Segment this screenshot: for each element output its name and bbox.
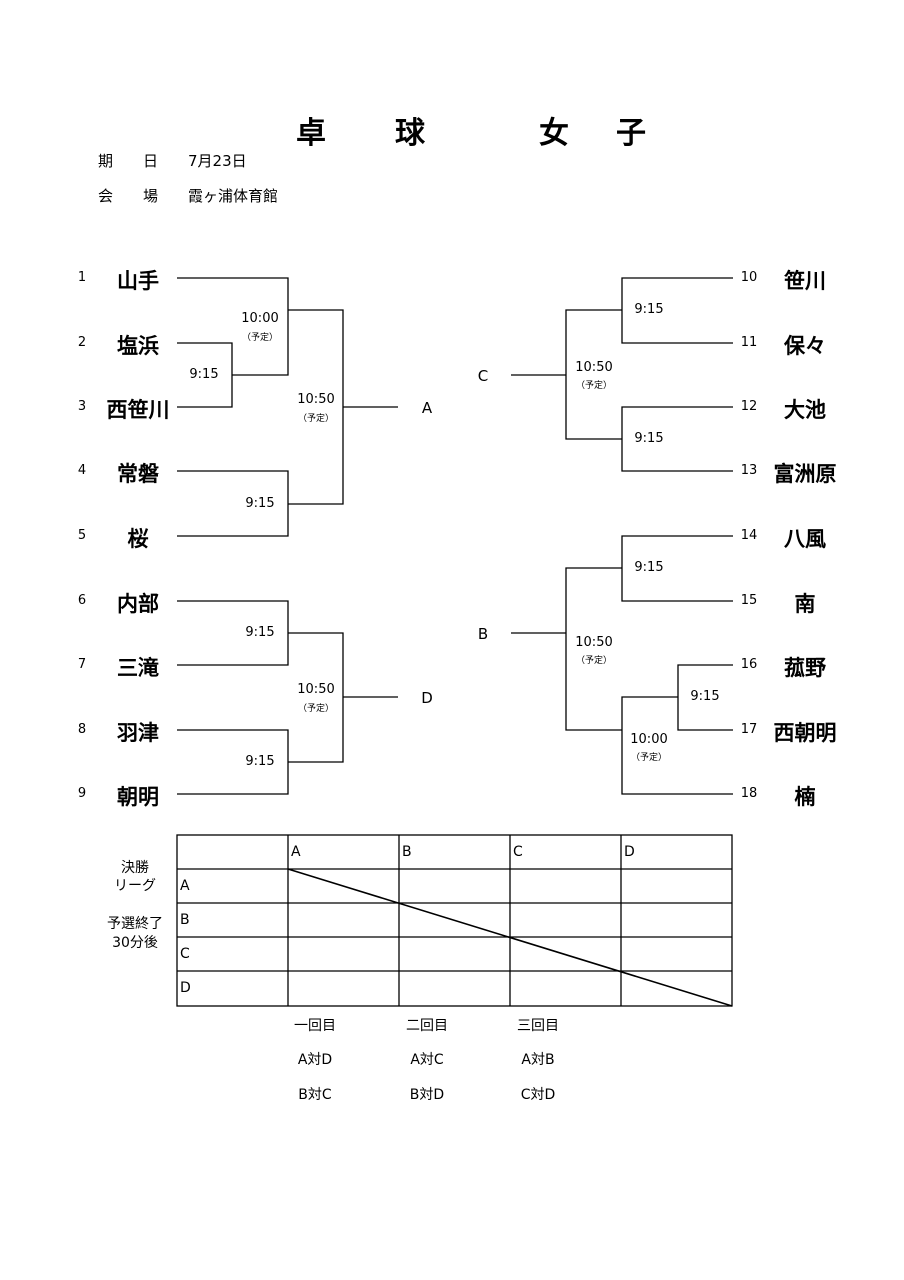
block-label-a: A bbox=[421, 399, 433, 417]
team-name: 大池 bbox=[784, 398, 826, 422]
team-name: 桜 bbox=[127, 527, 149, 551]
match-time: 9:15 bbox=[245, 754, 275, 769]
team-name: 朝明 bbox=[117, 785, 159, 809]
match-time: 10:50 bbox=[297, 392, 335, 407]
league-row-header: D bbox=[180, 980, 191, 996]
league-row-header: C bbox=[180, 946, 190, 962]
team-number: 13 bbox=[740, 463, 758, 478]
match-time: 9:15 bbox=[245, 625, 275, 640]
team-number: 10 bbox=[740, 270, 758, 285]
round-match: A対C bbox=[410, 1052, 444, 1068]
round-match: B対C bbox=[298, 1087, 332, 1103]
match-time-note: （予定） bbox=[575, 381, 612, 391]
title-char-4: 子 bbox=[616, 116, 646, 151]
title-char-2: 球 bbox=[395, 116, 425, 151]
team-number: 18 bbox=[740, 786, 758, 801]
match-time: 9:15 bbox=[245, 496, 275, 511]
date-value: 7月23日 bbox=[188, 152, 247, 170]
team-name: 菰野 bbox=[784, 656, 826, 680]
match-time: 9:15 bbox=[634, 302, 664, 317]
title-char-1: 卓 bbox=[296, 116, 326, 151]
league-note-line2: 30分後 bbox=[112, 935, 158, 951]
match-time: 10:00 bbox=[630, 732, 668, 747]
team-name: 羽津 bbox=[117, 721, 159, 745]
team-number: 5 bbox=[77, 528, 87, 543]
team-name: 内部 bbox=[117, 592, 159, 616]
round-match: A対B bbox=[521, 1052, 555, 1068]
team-name: 八風 bbox=[784, 527, 826, 551]
round-name: 二回目 bbox=[406, 1018, 448, 1034]
match-time: 10:50 bbox=[575, 360, 613, 375]
team-name: 西笹川 bbox=[106, 398, 170, 422]
team-number: 2 bbox=[77, 335, 87, 350]
team-name: 塩浜 bbox=[117, 334, 159, 358]
league-row-header: A bbox=[180, 878, 190, 894]
match-time: 9:15 bbox=[634, 560, 664, 575]
team-name: 南 bbox=[794, 592, 816, 616]
team-number: 17 bbox=[740, 722, 758, 737]
team-name: 常磐 bbox=[117, 462, 159, 486]
team-name: 楠 bbox=[794, 785, 816, 809]
round-match: A対D bbox=[297, 1052, 333, 1068]
block-label-c: C bbox=[477, 367, 489, 385]
match-time-note: （予定） bbox=[241, 333, 278, 343]
team-name: 保々 bbox=[784, 334, 826, 358]
league-col-header: A bbox=[291, 844, 301, 860]
venue-value: 霞ヶ浦体育館 bbox=[188, 187, 279, 205]
round-name: 一回目 bbox=[294, 1018, 336, 1034]
block-label-d: D bbox=[421, 689, 433, 707]
league-col-header: C bbox=[513, 844, 523, 860]
match-time: 10:50 bbox=[297, 682, 335, 697]
match-time-note: （予定） bbox=[297, 704, 334, 714]
match-time-note: （予定） bbox=[630, 753, 667, 763]
date-label: 期 日 bbox=[98, 152, 159, 170]
title-char-3: 女 bbox=[539, 116, 569, 151]
team-name: 山手 bbox=[117, 269, 159, 293]
team-number: 15 bbox=[740, 593, 758, 608]
team-name: 富洲原 bbox=[773, 462, 837, 486]
round-match: C対D bbox=[520, 1087, 556, 1103]
league-col-header: D bbox=[624, 844, 635, 860]
league-label-line1: 決勝 bbox=[121, 860, 149, 876]
match-time: 9:15 bbox=[634, 431, 664, 446]
match-time: 9:15 bbox=[690, 689, 720, 704]
match-time: 10:00 bbox=[241, 311, 279, 326]
team-number: 12 bbox=[740, 399, 758, 414]
round-match: B対D bbox=[409, 1087, 445, 1103]
round-name: 三回目 bbox=[517, 1018, 559, 1034]
match-time-note: （予定） bbox=[297, 414, 334, 424]
team-number: 16 bbox=[740, 657, 758, 672]
team-name: 三滝 bbox=[117, 656, 159, 680]
team-number: 14 bbox=[740, 528, 758, 543]
team-number: 1 bbox=[77, 270, 87, 285]
venue-label: 会 場 bbox=[98, 187, 159, 205]
league-col-header: B bbox=[402, 844, 412, 860]
team-number: 9 bbox=[77, 786, 87, 801]
team-number: 6 bbox=[77, 593, 87, 608]
team-number: 11 bbox=[740, 335, 758, 350]
league-row-header: B bbox=[180, 912, 190, 928]
team-number: 4 bbox=[77, 463, 87, 478]
match-time-note: （予定） bbox=[575, 656, 612, 666]
match-time: 9:15 bbox=[189, 367, 219, 382]
team-number: 3 bbox=[77, 399, 87, 414]
team-number: 8 bbox=[77, 722, 87, 737]
match-time: 10:50 bbox=[575, 635, 613, 650]
team-name: 西朝明 bbox=[773, 721, 837, 745]
team-number: 7 bbox=[77, 657, 87, 672]
league-note-line1: 予選終了 bbox=[107, 916, 163, 932]
league-label-line2: リーグ bbox=[114, 878, 156, 894]
block-label-b: B bbox=[477, 625, 489, 643]
team-name: 笹川 bbox=[784, 269, 826, 293]
